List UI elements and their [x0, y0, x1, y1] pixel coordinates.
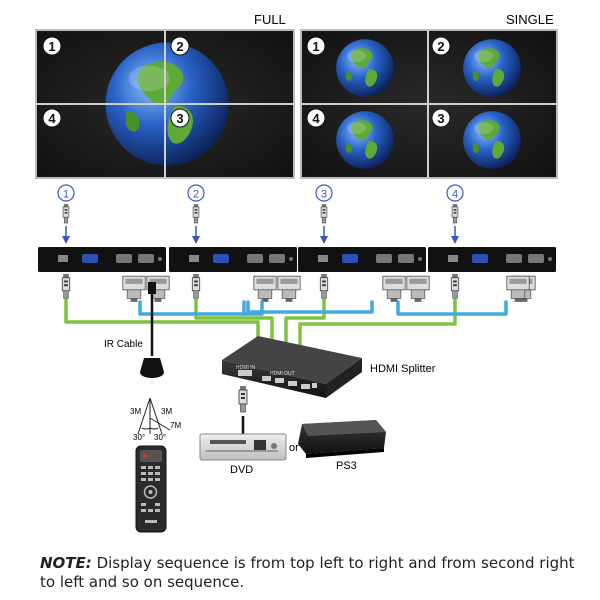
hdmi-plug-icon [191, 274, 201, 299]
quadrant-number-badge: 1 [306, 36, 326, 56]
quadrant-number-badge: 4 [306, 108, 326, 128]
ps3-label: PS3 [336, 460, 357, 472]
ps3-console [298, 420, 386, 458]
channel-input-1: 1 [57, 184, 75, 244]
ir-distance-front: 7M [170, 421, 181, 430]
hdmi-plug-icon [319, 274, 329, 299]
quadrant-number-badge: 4 [42, 108, 62, 128]
vga-plug-icon [277, 275, 301, 303]
blue-cable-2 [246, 300, 374, 314]
full-mode-label: FULL [254, 12, 286, 27]
quadrant-badges: 1 2 4 3 1 2 4 3 [42, 36, 451, 128]
channel-number: 3 [321, 189, 327, 201]
remote-control [135, 445, 167, 533]
source-cable [238, 386, 248, 434]
vga-plug-icon [253, 275, 277, 303]
ir-range-diagram [137, 397, 171, 435]
arrow-down-icon [320, 236, 328, 244]
quadrant-number-badge: 3 [170, 108, 190, 128]
receiver-unit-3 [298, 247, 430, 303]
ir-angle-right: 30° [154, 433, 166, 442]
quadrant-number: 2 [176, 39, 183, 54]
channel-input-2: 2 [187, 184, 205, 244]
quadrant-number: 1 [48, 39, 55, 54]
quadrant-number: 1 [312, 39, 319, 54]
quadrant-number: 4 [312, 111, 320, 126]
quadrant-number: 3 [437, 111, 444, 126]
or-label: or [289, 442, 299, 454]
green-cable-4 [298, 298, 457, 362]
receiver-unit-1 [38, 247, 170, 303]
quadrant-number: 2 [437, 39, 444, 54]
display-sequence-note: NOTE: Display sequence is from top left … [40, 554, 580, 592]
receiver-units [38, 247, 556, 303]
dvd-player [199, 433, 287, 461]
single-video-wall [300, 29, 558, 179]
blue-cable-3 [396, 300, 508, 316]
blue-cable-1 [138, 300, 264, 316]
hdmi-plug-icon [61, 274, 71, 299]
full-video-wall [35, 29, 295, 179]
hdmi-splitter [222, 336, 362, 398]
note-label: NOTE: [40, 554, 92, 572]
hdmi-splitter-label: HDMI Splitter [370, 363, 436, 375]
note-text: Display sequence is from top left to rig… [40, 554, 575, 591]
hdmi-plug-icon [192, 204, 200, 224]
hdmi-plug-icon [62, 204, 70, 224]
receiver-unit-2 [169, 247, 301, 303]
remote-keypad-icon [141, 466, 160, 523]
channel-input-3: 3 [315, 184, 333, 244]
green-cable-2 [194, 298, 274, 358]
arrow-down-icon [192, 236, 200, 244]
ir-angle-left: 30° [133, 433, 145, 442]
globe-image [463, 39, 521, 97]
quadrant-number-badge: 1 [42, 36, 62, 56]
channel-badges: 1 2 3 4 [57, 184, 464, 244]
green-cable-3 [284, 298, 326, 360]
hdmi-plug-icon [320, 204, 328, 224]
arrow-down-icon [62, 236, 70, 244]
quadrant-number: 3 [176, 111, 183, 126]
ir-cable-label: IR Cable [104, 339, 143, 350]
globe-image [336, 39, 394, 97]
vga-plug-icon [122, 275, 146, 303]
quadrant-number-badge: 2 [431, 36, 451, 56]
hdmi-plug-icon [450, 274, 460, 299]
dvd-label: DVD [230, 464, 253, 476]
channel-number: 4 [452, 189, 458, 201]
channel-number: 2 [193, 189, 199, 201]
channel-number: 1 [63, 189, 69, 201]
hdmi-plug-icon [451, 204, 459, 224]
hdmi-out-port-label: HDMI OUT [270, 371, 295, 377]
hdmi-in-port-label: HDMI IN [236, 365, 256, 371]
quadrant-number-badge: 2 [170, 36, 190, 56]
receiver-unit-4 [428, 247, 556, 303]
globe-image [336, 111, 394, 169]
ir-distance-left: 3M [130, 407, 141, 416]
vga-plug-icon [406, 275, 430, 303]
single-mode-label: SINGLE [506, 12, 554, 27]
quadrant-number: 4 [48, 111, 56, 126]
arrow-down-icon [451, 236, 459, 244]
ir-distance-right: 3M [161, 407, 172, 416]
ir-cable [140, 282, 164, 378]
quadrant-number-badge: 3 [431, 108, 451, 128]
green-cable-1 [64, 298, 260, 356]
channel-input-4: 4 [446, 184, 464, 244]
globe-image [463, 111, 521, 169]
vga-plug-icon [382, 275, 406, 303]
